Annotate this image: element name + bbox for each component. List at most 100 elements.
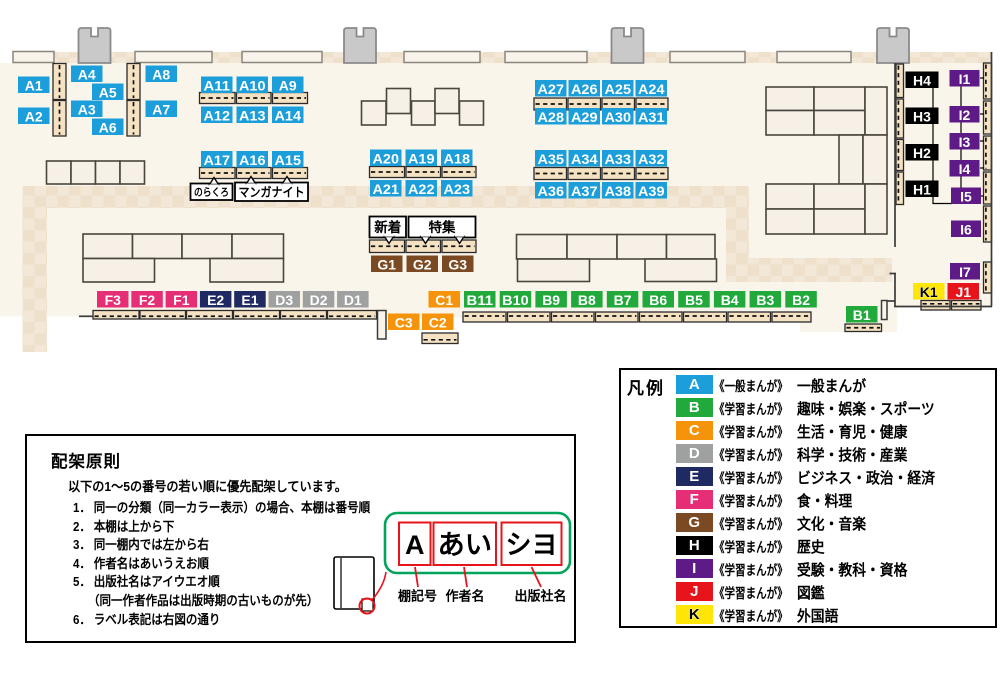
shelf-label-text: A24 [638, 81, 665, 97]
legend-row-f: F《学習まんが》食・料理 [0, 490, 1000, 510]
pillar [876, 27, 910, 64]
shelf-label-text: G2 [413, 256, 432, 272]
shelf-label-box [568, 108, 600, 125]
legend-prefix: 《学習まんが》 [714, 540, 788, 555]
bookshelf-segment [982, 100, 993, 135]
shelf-label-box [905, 144, 939, 161]
legend-prefix: 《学習まんが》 [714, 494, 788, 509]
shelf-label-text: D2 [310, 292, 328, 308]
legend-chip-e: E [676, 467, 713, 486]
reading-table [765, 86, 815, 112]
legend-category: 食・料理 [797, 493, 853, 510]
shelf-label-box [635, 80, 667, 97]
walkway-band [749, 258, 892, 282]
shelf-label-box [201, 76, 233, 93]
wall-segment [776, 50, 852, 64]
principles-intro: 以下の1～5の番号の若い順に優先配架しています。 [68, 479, 347, 494]
example-leader-line [530, 566, 542, 588]
shelf-label-text: A28 [538, 109, 565, 125]
shelf-label-text: A9 [279, 77, 297, 93]
reading-table [385, 87, 412, 115]
shelf-label-text: A30 [605, 109, 632, 125]
shelf-label-j1: J1 [947, 283, 979, 300]
reading-table [82, 233, 134, 260]
bookshelf [982, 261, 993, 294]
shelf-label-d1: D1 [337, 291, 369, 308]
shelf-label-box [846, 306, 878, 323]
legend-category: 一般まんが [797, 378, 867, 395]
shelf-label-b3: B3 [749, 291, 782, 308]
reading-table [813, 183, 866, 210]
callout-tail-mask [420, 234, 431, 237]
wall-segment [504, 50, 588, 64]
reading-table [765, 208, 815, 235]
shelf-label-box [535, 108, 567, 125]
legend-category: ビジネス・政治・経済 [797, 470, 936, 487]
bookshelf-segment [533, 166, 568, 181]
shelf-label-box [165, 291, 198, 308]
shelf-label-box [678, 291, 710, 308]
shelf-label-box [370, 149, 402, 166]
shelf-label-box [635, 108, 667, 125]
shelf-label-a36: A36 [535, 182, 567, 199]
reading-table [131, 233, 183, 260]
shelf-label-text: K1 [920, 284, 938, 300]
shelf-label-text: A26 [571, 81, 598, 97]
shelf-label-a32: A32 [635, 150, 667, 167]
shelf-label-text: A8 [152, 66, 170, 82]
shelf-label-text: A33 [605, 151, 632, 167]
reading-table [181, 233, 233, 260]
shelf-label-box [201, 106, 233, 123]
reading-table [82, 257, 156, 283]
shelf-label-text: I7 [959, 264, 971, 280]
example-label-part-text: あい [438, 530, 493, 560]
legend-prefix: 《学習まんが》 [714, 448, 788, 463]
shelf-label-text: A10 [239, 77, 266, 93]
shelf-label-text: A23 [444, 181, 471, 197]
shelf-label-box [92, 118, 124, 135]
legend-prefix: 《学習まんが》 [714, 471, 788, 486]
legend-category: 趣味・娯楽・スポーツ [797, 401, 935, 418]
bookshelf-segment [506, 311, 551, 323]
bookshelf-segment [92, 309, 140, 320]
pillar [343, 27, 377, 64]
shelf-label-b11: B11 [464, 291, 496, 308]
shelf-label-a10: A10 [236, 76, 268, 93]
bookshelf-segment [682, 311, 728, 323]
legend-row-g: G《学習まんが》文化・音楽 [0, 513, 1000, 533]
legend-prefix: 《学習まんが》 [714, 517, 788, 532]
shelf-label-box [947, 283, 979, 300]
shelf-label-e1: E1 [234, 291, 266, 308]
shelf-label-text: F3 [105, 292, 122, 308]
callout-text: のらくろ [194, 186, 229, 198]
reading-table [566, 233, 618, 260]
bookshelf [895, 63, 905, 206]
reading-table [616, 233, 668, 260]
shelf-label-box [949, 70, 980, 87]
callout-特集: 特集 [407, 215, 477, 245]
example-leader-line [463, 566, 468, 588]
shelf-label-box [71, 100, 103, 117]
shelf-label-box [749, 291, 782, 308]
shelf-label-box [92, 83, 124, 100]
shelf-label-i2: I2 [949, 106, 980, 123]
shelf-label-h1: H1 [905, 180, 939, 197]
legend-chip-a: A [676, 375, 713, 394]
callout-tail-mask [384, 234, 394, 237]
principle-item: 5．出版社名はアイウエオ順 [73, 574, 220, 590]
reading-table [515, 233, 568, 260]
bookshelf [368, 165, 477, 179]
legend-row-c: C《学習まんが》生活・育児・健康 [0, 421, 1000, 441]
principle-item: 3．同一棚内では左から右 [73, 537, 209, 553]
shelf-label-b8: B8 [571, 291, 603, 308]
shelf-label-text: H1 [913, 181, 931, 197]
legend-chip-k: K [676, 605, 713, 624]
shelf-label-text: A32 [638, 151, 665, 167]
shelf-label-a6: A6 [92, 118, 124, 135]
shelf-label-box [602, 108, 634, 125]
shelf-label-text: A7 [152, 101, 170, 117]
shelf-label-box [949, 133, 980, 150]
legend-prefix: 《学習まんが》 [714, 563, 788, 578]
